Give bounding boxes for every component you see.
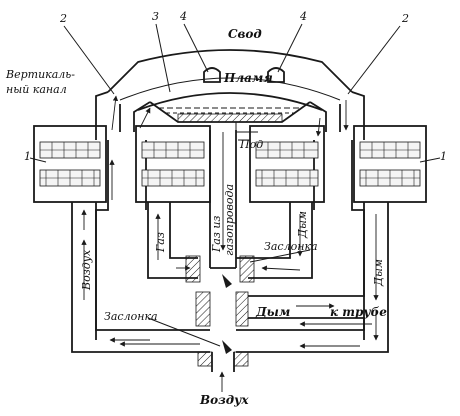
callout-3: 3 xyxy=(152,10,159,23)
damper-upper xyxy=(222,274,232,288)
hearth-bath xyxy=(149,101,311,133)
callout-2-left: 2 xyxy=(59,12,67,25)
label-vertical-channel-1: Вертикаль- xyxy=(5,68,75,81)
label-air-bottom: Воздух xyxy=(199,393,249,407)
furnace-roof xyxy=(107,49,353,111)
label-smoke-outlet: Дым xyxy=(255,305,290,319)
duct-air-left xyxy=(71,202,210,353)
regenerator-left-inner xyxy=(135,125,211,203)
regenerator-right-inner xyxy=(249,125,325,203)
callout-2-right: 2 xyxy=(401,12,409,25)
text-labels: Свод Пламя Под Вертикаль- ный канал Газ … xyxy=(5,10,447,407)
damper-lower xyxy=(222,340,232,354)
burner-port-right xyxy=(267,67,285,83)
gas-supply-pipe xyxy=(209,130,237,268)
air-inlet xyxy=(211,352,235,372)
regenerator-right-outer xyxy=(353,125,427,203)
label-damper-left: Заслонка xyxy=(104,310,158,323)
label-smoke-right: Дым xyxy=(296,211,309,239)
label-damper-right: Заслонка xyxy=(264,240,318,253)
left-vertical-channel-outer xyxy=(95,91,121,340)
callout-1-right: 1 xyxy=(440,150,447,163)
burner-port-left xyxy=(203,67,221,83)
label-smoke-far-right: Дым xyxy=(372,259,385,287)
label-to-chimney: к трубе xyxy=(330,305,387,319)
label-hearth: Под xyxy=(239,138,263,151)
label-gas: Газ xyxy=(154,232,167,253)
label-gas-line2: газопровода xyxy=(223,184,236,256)
flow-arrows xyxy=(81,95,379,392)
right-vertical-channel-outer xyxy=(339,91,365,340)
callout-4-right: 4 xyxy=(299,10,307,23)
callout-leaders xyxy=(29,23,441,347)
callout-4-left: 4 xyxy=(179,10,187,23)
label-roof: Свод xyxy=(228,27,262,41)
label-air-left: Воздух xyxy=(80,249,93,291)
regenerator-left-outer xyxy=(33,125,107,203)
label-vertical-channel-2: ный канал xyxy=(6,83,67,96)
label-flame: Пламя xyxy=(223,71,273,85)
valve-block-upper xyxy=(185,255,255,283)
valve-block-lower xyxy=(195,291,249,367)
callout-1-left: 1 xyxy=(24,150,31,163)
label-gas-line1: Газ из xyxy=(210,216,223,253)
